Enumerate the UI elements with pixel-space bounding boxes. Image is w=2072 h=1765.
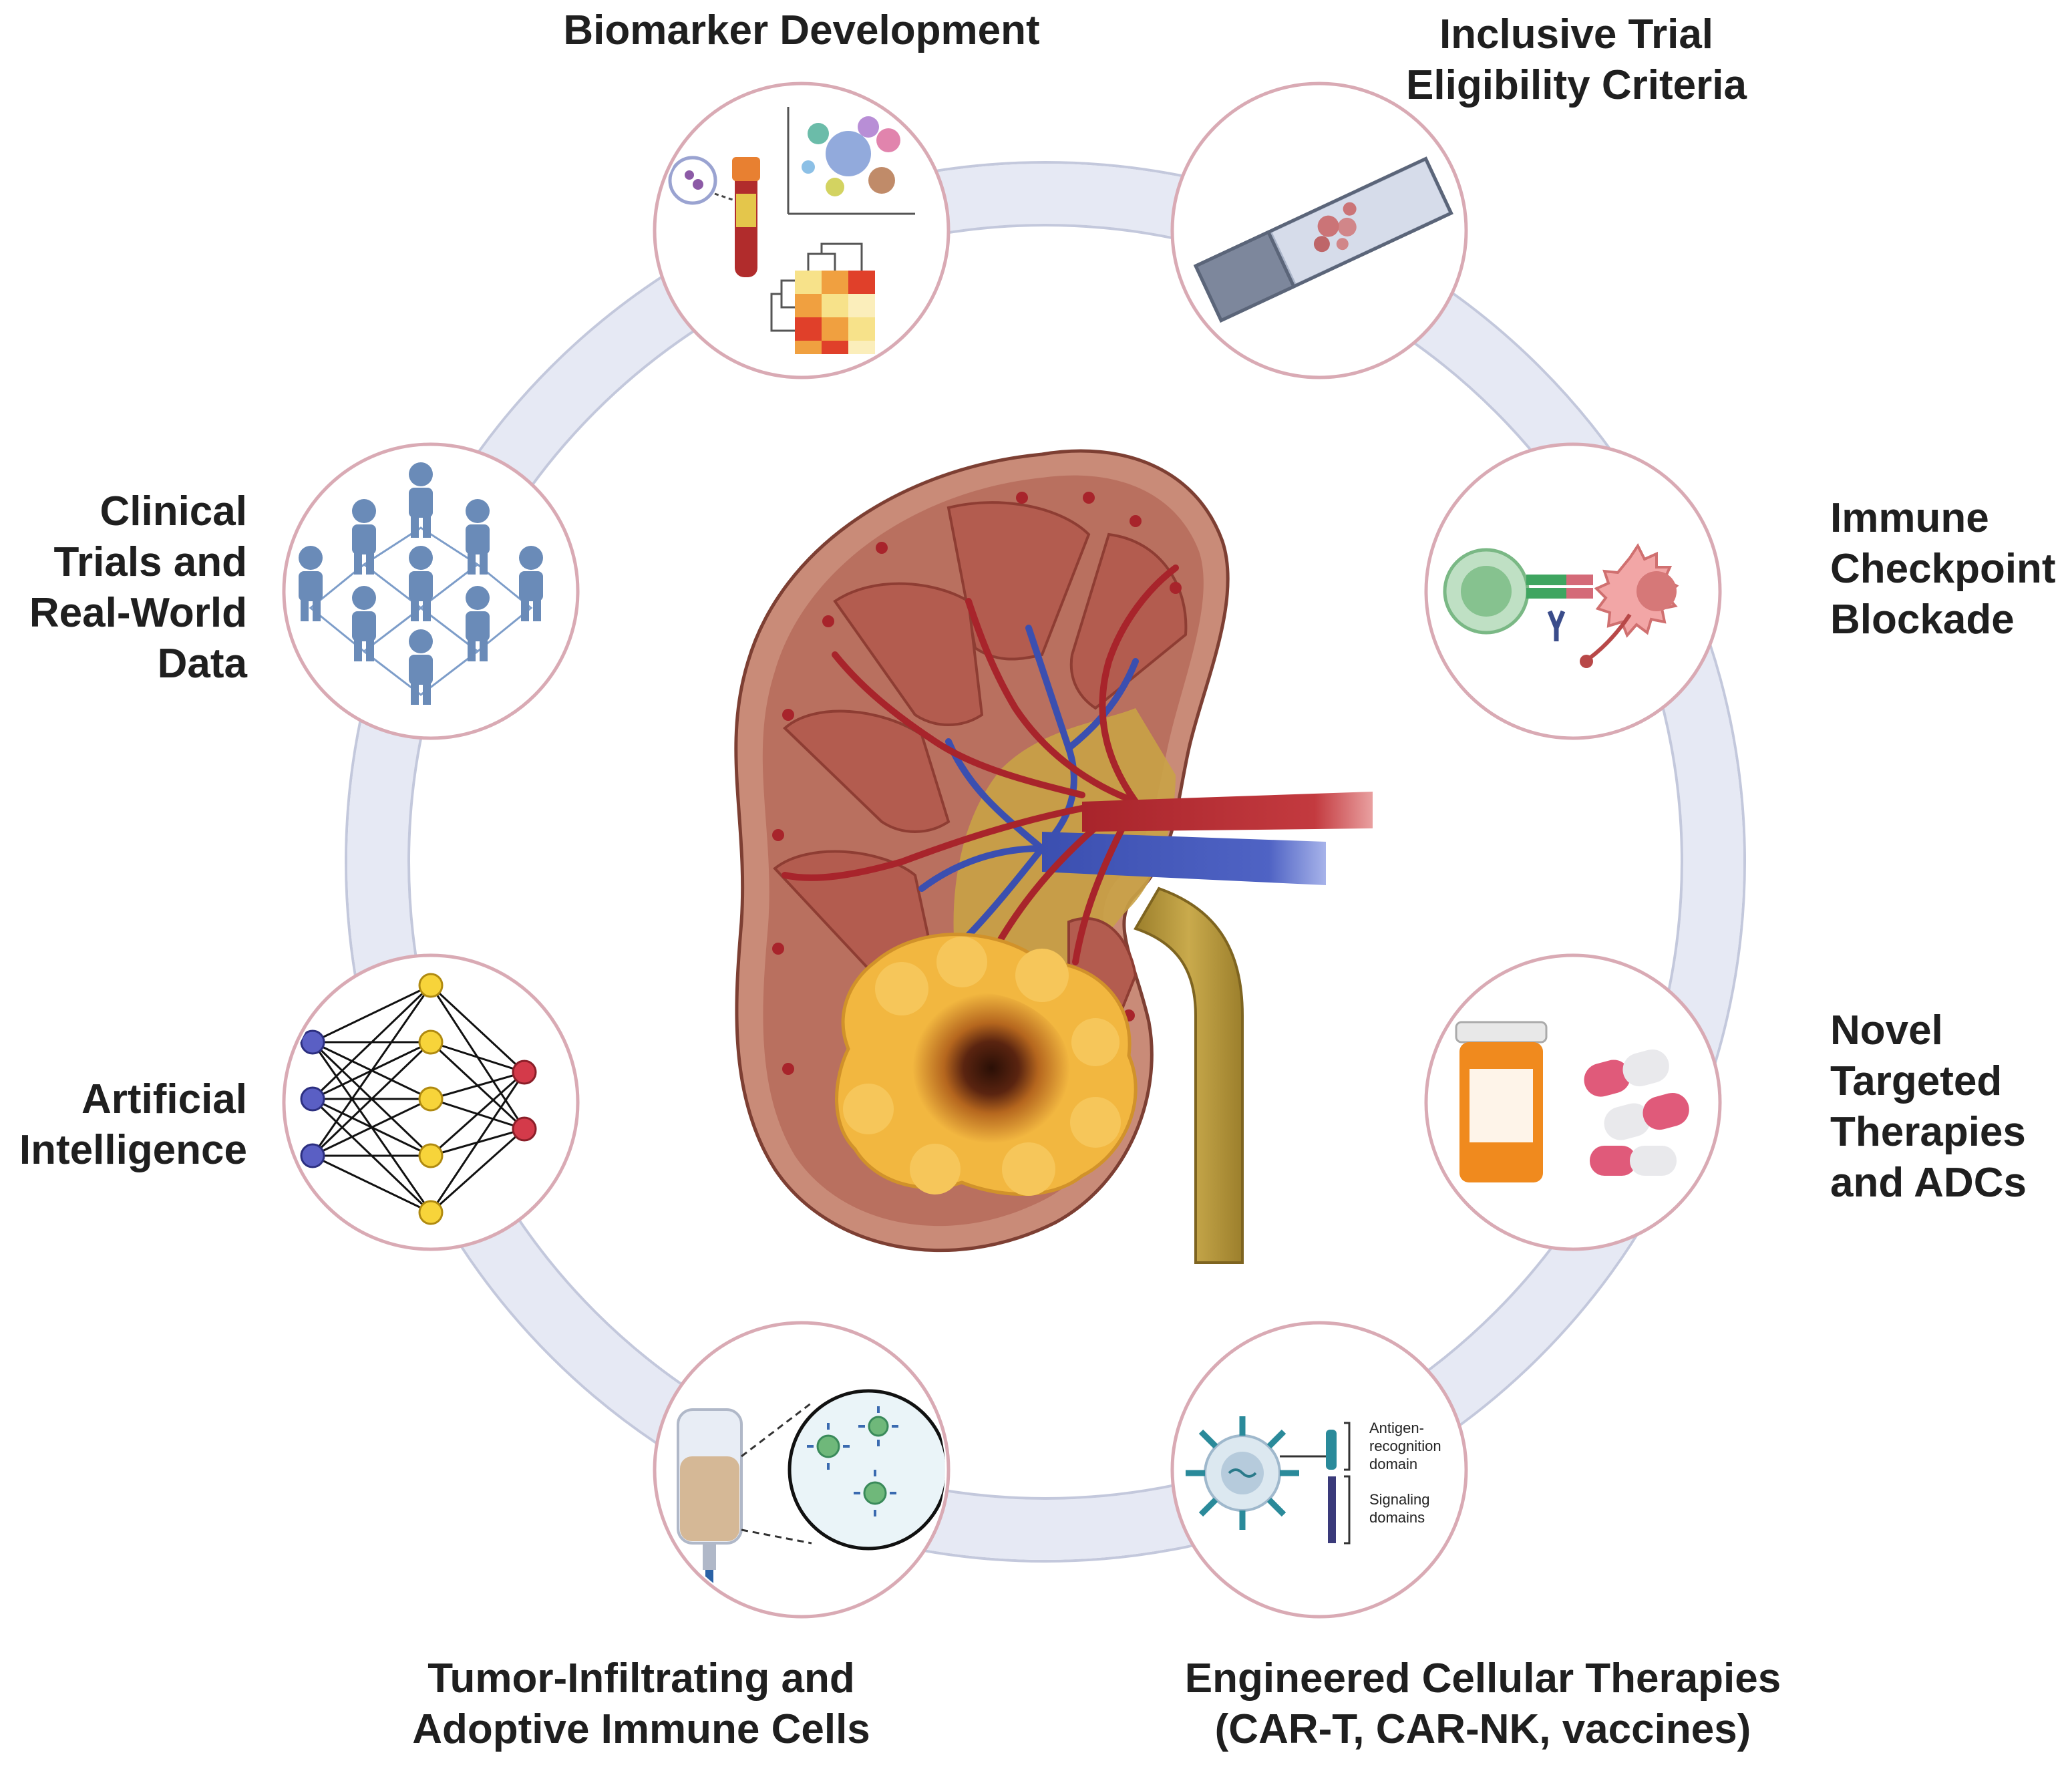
ureter (1134, 887, 1244, 1264)
car-receptor-icon (1326, 1430, 1337, 1470)
tumor-cell-icon (1594, 543, 1679, 638)
tsne-plot-icon (787, 107, 915, 215)
magnified-cells-icon (788, 1389, 945, 1551)
microscope-slide-icon (1193, 156, 1453, 323)
capsule-icon-2 (1604, 1092, 1689, 1140)
cortical-vessels (772, 492, 1182, 1075)
label-tumor-infiltrating-cells: Tumor-Infiltrating and Adoptive Immune C… (412, 1655, 870, 1752)
label-biomarker-development: Biomarker Development (563, 7, 1040, 53)
signaling-label-1: Signaling (1369, 1491, 1430, 1508)
node-inclusive-trial (1170, 82, 1468, 379)
renal-artery-main (1082, 792, 1373, 832)
tumor (835, 933, 1138, 1196)
signaling-label-2: domains (1369, 1509, 1425, 1526)
label-clinical-trials-rwd: Clinical Trials and Real-World Data (29, 488, 247, 687)
node-ai (282, 953, 580, 1251)
antigen-label-3: domain (1369, 1456, 1417, 1472)
inner-ring (407, 224, 1683, 1500)
label-inclusive-trial-eligibility: Inclusive Trial Eligibility Criteria (1406, 11, 1747, 108)
capsule-icon-3 (1590, 1146, 1677, 1176)
node-engineered-cellular: Antigen- recognition domain Signaling do… (1170, 1321, 1468, 1619)
capsule-icon-1 (1584, 1049, 1669, 1097)
ring-band (347, 164, 1743, 1560)
antigen-label-2: recognition (1369, 1438, 1441, 1454)
outer-ring (345, 161, 1746, 1563)
label-artificial-intelligence: Artificial Intelligence (19, 1076, 247, 1173)
label-engineered-cellular-therapies: Engineered Cellular Therapies (CAR-T, CA… (1184, 1655, 1781, 1752)
node-til (653, 1321, 951, 1619)
antigen-label-1: Antigen- (1369, 1420, 1424, 1436)
antibody-icon (1547, 610, 1566, 641)
pill-bottle-icon (1455, 1021, 1548, 1182)
node-immune-checkpoint (1424, 442, 1722, 740)
people-network-icon (299, 462, 543, 705)
node-targeted-therapies (1424, 953, 1722, 1251)
neural-network-icon (300, 973, 537, 1225)
cell-magnifier-icon (668, 156, 717, 205)
label-novel-targeted-therapies: Novel Targeted Therapies and ADCs (1830, 1007, 2027, 1206)
renal-veins (918, 625, 1139, 945)
kidney-illustration (734, 449, 1373, 1264)
node-clinical-trials (282, 442, 580, 740)
heatmap-icon (770, 243, 875, 354)
label-immune-checkpoint-blockade: Immune Checkpoint Blockade (1830, 495, 2056, 643)
node-biomarker (653, 82, 951, 379)
